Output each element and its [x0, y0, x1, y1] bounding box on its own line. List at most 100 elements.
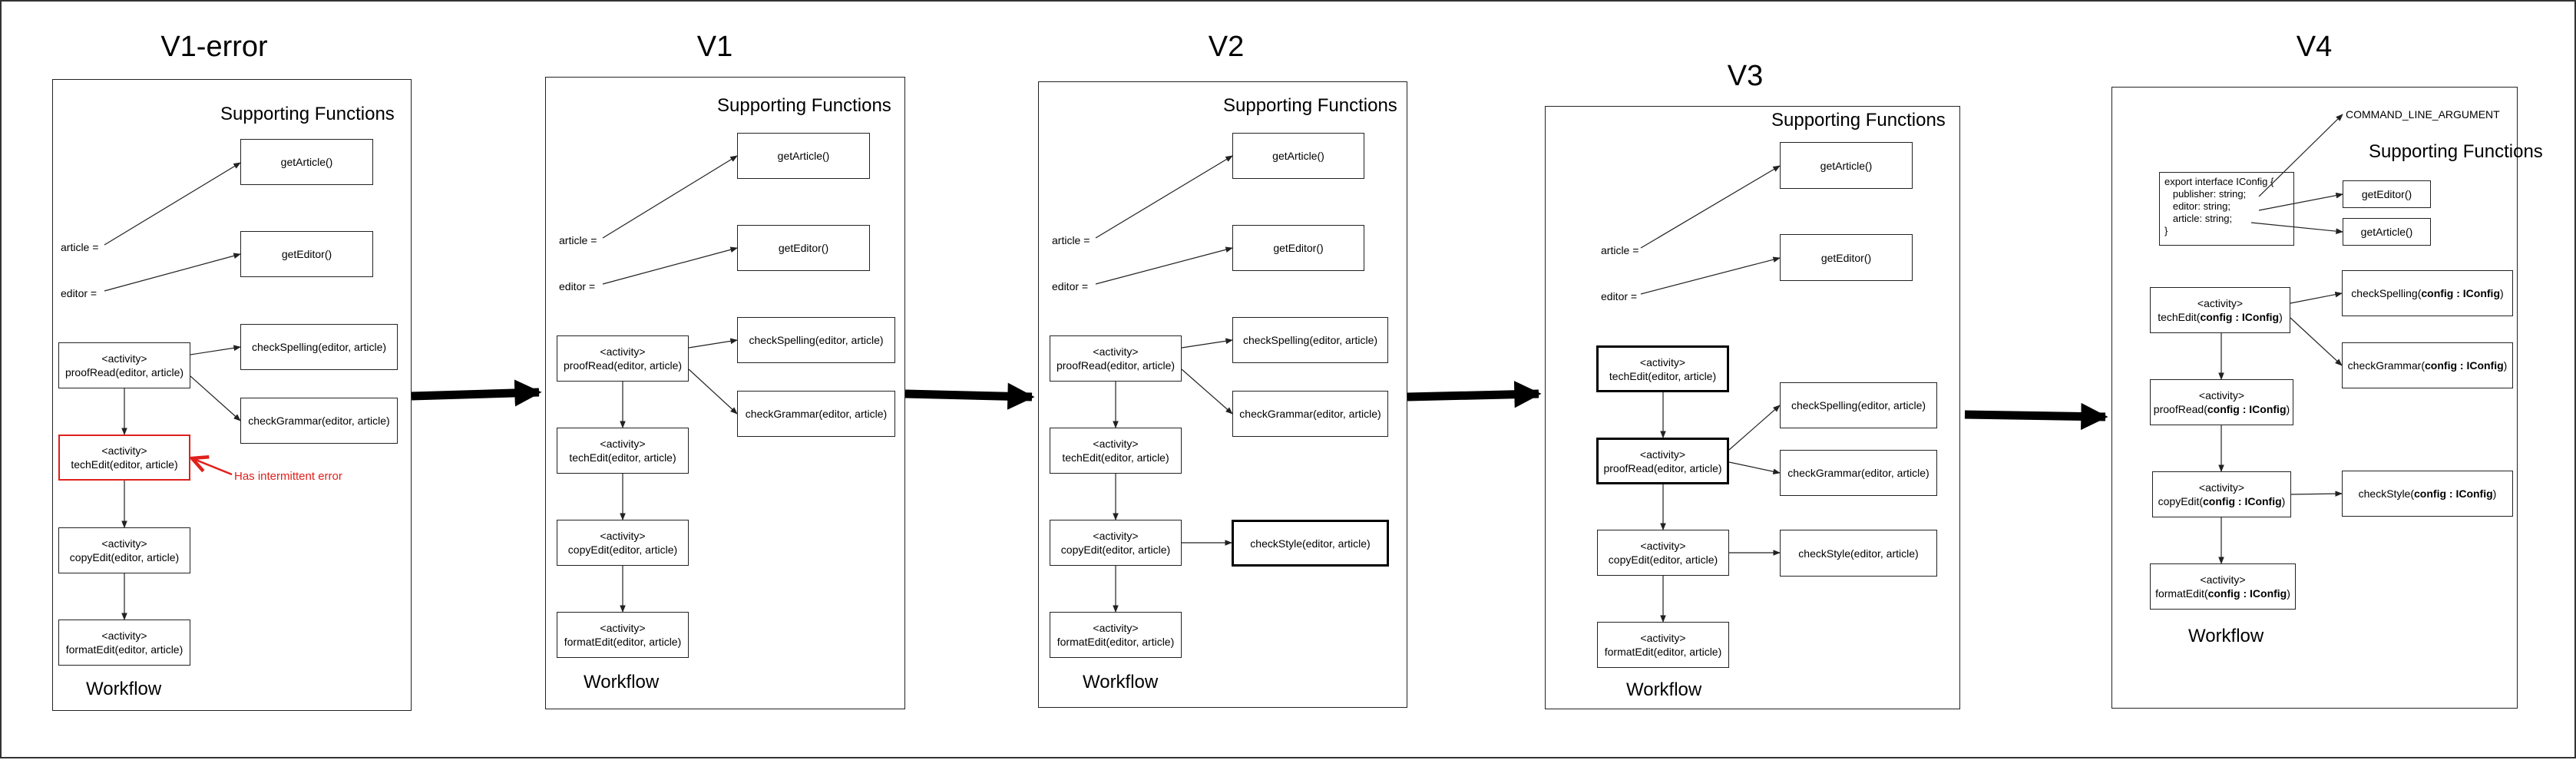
check-grammar-box: checkGrammar(editor, article) [240, 398, 398, 444]
activity-techedit-config: <activity> techEdit(config : IConfig) [2150, 287, 2290, 333]
activity-call: formatEdit(config : IConfig) [2155, 587, 2290, 600]
version-title: V4 [2296, 31, 2333, 63]
get-article-box: getArticle() [1780, 142, 1913, 189]
activity-call: formatEdit(editor, article) [65, 643, 184, 656]
activity-copyedit: <activity> copyEdit(editor, article) [1050, 520, 1182, 566]
activity-stereotype: <activity> [101, 352, 147, 365]
get-editor-box: getEditor() [737, 225, 870, 271]
activity-call: formatEdit(editor, article) [1057, 636, 1175, 648]
paren: ( [2417, 287, 2422, 299]
article-assignment-label: article = [559, 234, 597, 246]
activity-stereotype: <activity> [101, 444, 147, 457]
activity-call: copyEdit(config : IConfig) [2158, 494, 2286, 508]
activity-call: techEdit(editor, article) [569, 451, 676, 464]
workflow-label: Workflow [1626, 679, 1702, 700]
activity-stereotype: <activity> [2197, 297, 2244, 309]
config-line: editor: string; [2164, 200, 2230, 212]
function-name: copyEdit [2158, 495, 2200, 507]
paren: ( [2204, 403, 2207, 415]
function-name: checkSpelling [2351, 287, 2418, 299]
activity-stereotype: <activity> [1639, 448, 1686, 461]
activity-call: proofRead(editor, article) [563, 359, 683, 372]
article-assignment-label: article = [1052, 234, 1090, 246]
activity-call: techEdit(editor, article) [1609, 369, 1717, 382]
check-spelling-box: checkSpelling(editor, article) [737, 317, 895, 363]
activity-formatedit: <activity> formatEdit(editor, article) [1050, 612, 1182, 658]
function-name: formatEdit [2155, 587, 2204, 600]
config-arg: config : IConfig [2200, 311, 2280, 323]
activity-call: formatEdit(editor, article) [1604, 646, 1722, 658]
check-style-box: checkStyle(editor, article) [1780, 530, 1937, 577]
activity-stereotype: <activity> [600, 622, 646, 634]
version-title: V1-error [160, 31, 268, 63]
transition-arrow [1407, 381, 1542, 408]
activity-stereotype: <activity> [2200, 573, 2246, 586]
workflow-label: Workflow [584, 672, 660, 692]
supporting-functions-heading: Supporting Functions [1771, 110, 1946, 131]
activity-proofread: <activity> proofRead(editor, article) [1050, 335, 1182, 382]
version-title: V1 [696, 31, 733, 63]
function-name: checkGrammar [2347, 359, 2422, 372]
config-line: } [2164, 225, 2168, 236]
activity-call: techEdit(editor, article) [1062, 451, 1169, 464]
check-spelling-box: checkSpelling(editor, article) [1780, 382, 1937, 428]
activity-call: proofRead(editor, article) [1603, 461, 1722, 474]
check-grammar-config-box: checkGrammar(config : IConfig) [2342, 342, 2513, 388]
config-line: export interface IConfig { [2164, 176, 2274, 187]
function-name: proofRead [2153, 403, 2204, 415]
activity-copyedit-config: <activity> copyEdit(config : IConfig) [2152, 471, 2291, 517]
activity-copyedit: <activity> copyEdit(editor, article) [58, 527, 190, 573]
activity-call: proofRead(editor, article) [1056, 359, 1176, 372]
activity-proofread: <activity> proofRead(editor, article) [58, 342, 190, 388]
paren: ) [2503, 359, 2508, 372]
error-note: Has intermittent error [234, 470, 342, 483]
get-editor-box: getEditor() [1780, 234, 1913, 281]
paren: ) [2281, 495, 2286, 507]
transition-arrow [1964, 402, 2108, 431]
get-article-box: getArticle() [737, 133, 870, 179]
activity-stereotype: <activity> [1093, 438, 1139, 450]
function-name: techEdit [2158, 311, 2197, 323]
check-style-box: checkStyle(editor, article) [1232, 520, 1389, 567]
activity-stereotype: <activity> [101, 537, 147, 550]
activity-techedit-error: <activity> techEdit(editor, article) [58, 435, 190, 481]
transition-arrow [904, 382, 1035, 410]
iconfig-interface-box: export interface IConfig { publisher: st… [2159, 172, 2294, 246]
activity-call: copyEdit(editor, article) [1608, 553, 1718, 566]
activity-call: formatEdit(editor, article) [564, 636, 682, 648]
version-title: V3 [1727, 60, 1764, 92]
editor-assignment-label: editor = [559, 280, 596, 292]
activity-copyedit: <activity> copyEdit(editor, article) [1597, 530, 1729, 576]
activity-proofread: <activity> proofRead(editor, article) [557, 335, 689, 382]
config-arg: config : IConfig [2207, 403, 2287, 415]
paren: ) [2286, 403, 2290, 415]
editor-assignment-label: editor = [1052, 280, 1089, 292]
activity-call: copyEdit(editor, article) [567, 544, 678, 556]
get-editor-box: getEditor() [240, 231, 373, 277]
check-grammar-box: checkGrammar(editor, article) [737, 391, 895, 437]
workflow-label: Workflow [86, 679, 162, 699]
activity-call: copyEdit(editor, article) [69, 551, 180, 563]
activity-copyedit: <activity> copyEdit(editor, article) [557, 520, 689, 566]
supporting-functions-heading: Supporting Functions [220, 104, 395, 124]
check-spelling-box: checkSpelling(editor, article) [240, 324, 398, 370]
get-article-box: getArticle() [1232, 133, 1364, 179]
activity-proofread-config: <activity> proofRead(config : IConfig) [2150, 379, 2293, 425]
supporting-functions-heading: Supporting Functions [1223, 95, 1397, 116]
get-editor-box: getEditor() [1232, 225, 1364, 271]
activity-proofread: <activity> proofRead(editor, article) [1596, 438, 1729, 484]
check-grammar-box: checkGrammar(editor, article) [1232, 391, 1388, 437]
config-arg: config : IConfig [2421, 287, 2501, 299]
get-editor-box: getEditor() [2343, 180, 2431, 208]
get-article-box: getArticle() [2343, 218, 2431, 246]
activity-techedit: <activity> techEdit(editor, article) [1596, 345, 1729, 392]
activity-stereotype: <activity> [1093, 530, 1139, 542]
activity-stereotype: <activity> [600, 438, 646, 450]
activity-call: copyEdit(editor, article) [1060, 544, 1171, 556]
config-arg: config : IConfig [2425, 359, 2504, 372]
activity-call: techEdit(config : IConfig) [2158, 310, 2283, 324]
activity-call: proofRead(config : IConfig) [2154, 402, 2290, 416]
config-line: publisher: string; [2164, 188, 2247, 200]
activity-formatedit: <activity> formatEdit(editor, article) [58, 620, 190, 666]
